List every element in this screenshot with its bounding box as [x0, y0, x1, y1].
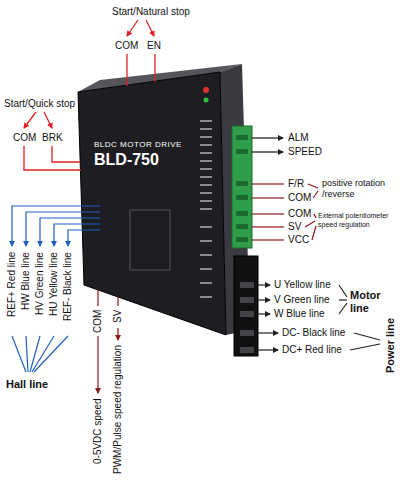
signal-terminal: [232, 126, 252, 248]
wire-name: REF+ Red line: [6, 252, 18, 317]
pin-name: SV: [288, 221, 301, 233]
pin-name: COM: [92, 310, 104, 333]
wire-name: HW Blue line: [20, 252, 32, 310]
power-terminal: [234, 256, 258, 356]
note-text: 0-5VDC speed: [92, 398, 104, 464]
driver-face: [78, 72, 226, 335]
wire-name: HV Green line: [34, 252, 46, 315]
enable-wires: [127, 20, 155, 86]
note-text: Start/Quick stop: [4, 98, 75, 110]
wire-name: W Blue line: [274, 308, 325, 320]
model-name: BLD-750: [94, 150, 182, 170]
note-text: positive rotation /reverse: [322, 178, 398, 200]
note-text: PWM/Pulse speed regulation: [112, 345, 124, 474]
pin-name: SV: [112, 310, 124, 323]
pin-name: SPEED: [288, 146, 322, 158]
note-text: Start/Natural stop: [112, 6, 190, 18]
pin-name: COM: [288, 208, 311, 220]
hall-wires: [12, 206, 100, 372]
pin-name: BRK: [42, 132, 63, 144]
pin-name: COM: [13, 132, 36, 144]
note-text: External potentiometer speed regulation: [318, 211, 400, 229]
wire-name: HU Yellow line: [48, 252, 60, 316]
pin-name: VCC: [288, 234, 309, 246]
wire-name: U Yellow line: [274, 279, 331, 291]
terminal-screws: [240, 282, 254, 353]
group-name: Motor line: [350, 289, 386, 315]
product-type: BLDC MOTOR DRIVE: [94, 140, 182, 150]
wire-name: DC+ Red line: [282, 344, 342, 356]
terminal-screws: [236, 135, 248, 242]
control-wires: [252, 184, 318, 240]
pin-name: COM: [115, 40, 138, 52]
pin-name: COM: [288, 192, 311, 204]
group-name: Power line: [384, 318, 397, 373]
status-led: [203, 87, 209, 93]
wire-name: V Green line: [274, 294, 330, 306]
pin-name: EN: [147, 40, 161, 52]
wire-name: REF- Black line: [62, 252, 74, 321]
group-name: Hall line: [6, 378, 48, 391]
pin-name: F/R: [288, 178, 304, 190]
driver-panel: BLDC MOTOR DRIVEBLD-750: [90, 138, 186, 172]
status-led: [204, 98, 209, 103]
pin-name: ALM: [288, 132, 309, 144]
wire-name: DC- Black line: [282, 327, 345, 339]
output-wires: [252, 138, 283, 152]
